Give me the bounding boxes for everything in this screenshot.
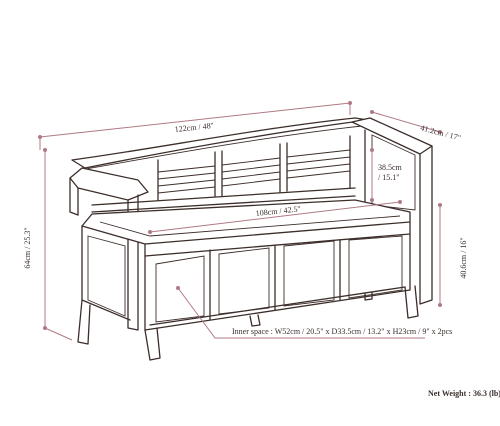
width-label: 122cm / 48" xyxy=(174,121,214,134)
net-weight-label: Net Weight : 36.3 (lb) xyxy=(428,389,500,398)
front-cabinet xyxy=(81,225,411,331)
seat-height-label: 40.6cm / 16" xyxy=(459,237,468,278)
inner-space-label: Inner space : W52cm / 20.5" x D33.5cm / … xyxy=(232,327,452,336)
seat xyxy=(81,199,411,257)
depth-label: 41.2cm / 17" xyxy=(419,123,461,142)
arm-height-label-cm: 38.5cm xyxy=(378,163,403,172)
right-arm xyxy=(351,117,433,305)
back-slats xyxy=(157,135,351,201)
legs xyxy=(77,285,419,361)
arm-height-label-in: / 15.1" xyxy=(378,173,400,182)
left-arm xyxy=(69,167,149,331)
overall-height-label: 64cm / 25.3" xyxy=(23,227,32,268)
dimension-lines xyxy=(38,101,442,341)
bench-illustration xyxy=(69,117,433,361)
